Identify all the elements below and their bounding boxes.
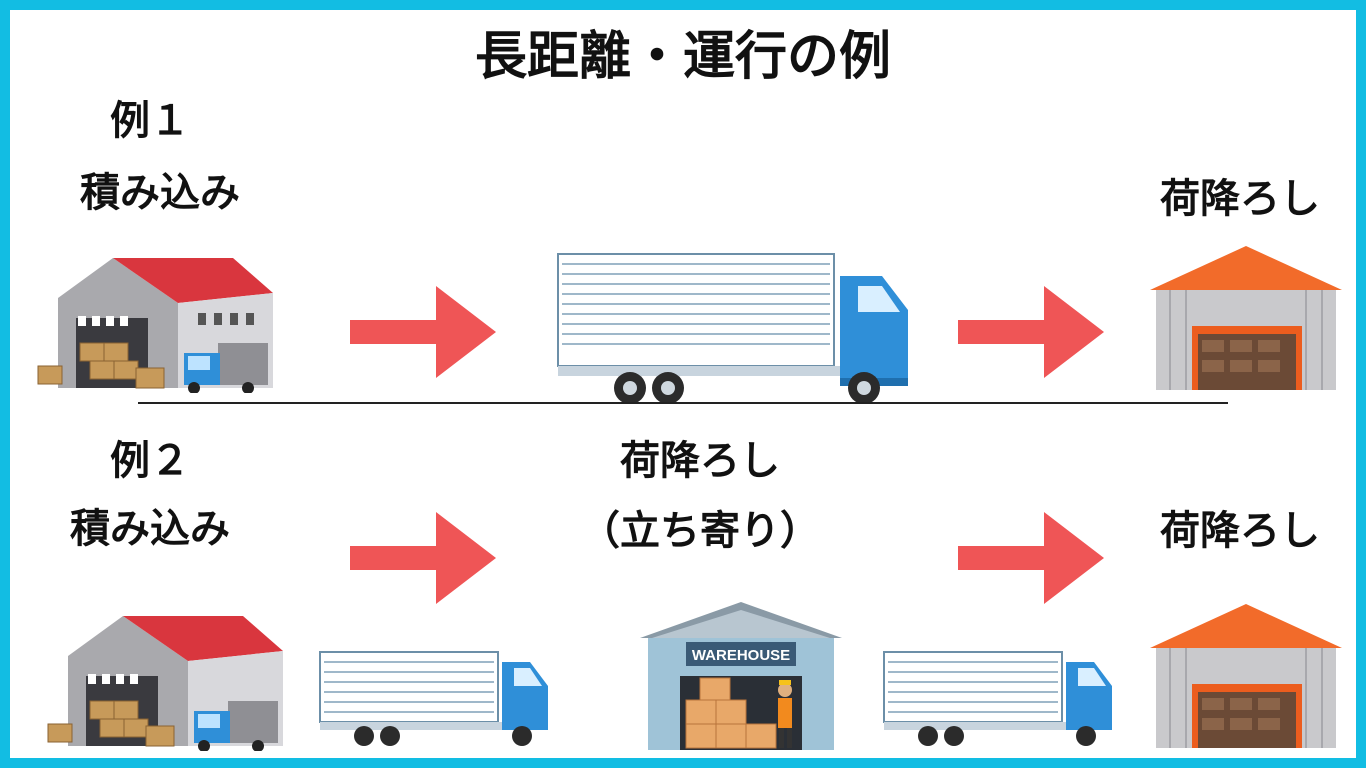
diagram-frame: 長距離・運行の例 例１ 積み込み 荷降ろし — [10, 10, 1356, 758]
warehouse-sign-text: WAREHOUSE — [692, 647, 790, 664]
example1-load-label: 積み込み — [80, 170, 240, 216]
warehouse-icon — [1150, 604, 1342, 748]
example2-unload-label: 荷降ろし — [1160, 508, 1320, 554]
loading-warehouse-icon — [37, 258, 273, 393]
example1-unload-label: 荷降ろし — [1160, 176, 1320, 222]
right-arrow-icon — [350, 512, 496, 604]
truck-icon — [883, 651, 1112, 746]
right-arrow-icon — [958, 512, 1104, 604]
example2-stopover-label: 荷降ろし — [620, 438, 780, 484]
right-arrow-icon — [958, 286, 1104, 378]
warehouse-icon — [1150, 246, 1342, 390]
right-arrow-icon — [350, 286, 496, 378]
example1-label: 例１ — [110, 98, 190, 144]
example2-stopover-note: （立ち寄り） — [580, 508, 820, 554]
example2-load-label: 積み込み — [70, 506, 230, 552]
loading-warehouse-icon — [47, 616, 283, 751]
truck-icon — [319, 651, 548, 746]
section-divider — [138, 402, 1228, 404]
truck-icon — [557, 253, 908, 404]
stopover-warehouse-icon: WAREHOUSE — [640, 602, 842, 750]
page-title: 長距離・運行の例 — [474, 27, 891, 87]
example2-label: 例２ — [110, 438, 190, 484]
